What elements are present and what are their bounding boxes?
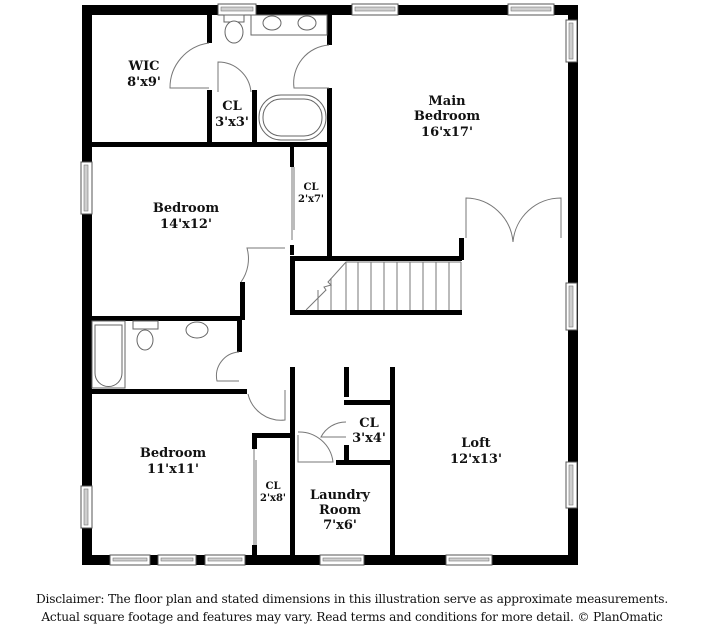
- window-right-2: [565, 282, 578, 331]
- window-right-1: [565, 19, 578, 63]
- fixtures: [91, 14, 328, 389]
- window-top-main-2: [507, 3, 555, 16]
- window-bottom-1: [109, 554, 151, 566]
- disclaimer-line-1: Disclaimer: The floor plan and stated di…: [35, 592, 669, 606]
- disclaimer: Disclaimer: The floor plan and stated di…: [0, 590, 704, 626]
- doors: [169, 42, 562, 545]
- room-laundry-dimensions: 7'x6': [323, 518, 357, 533]
- room-cl-2x8-name: CL: [266, 481, 281, 492]
- room-loft-dimensions: 12'x13': [450, 452, 502, 467]
- room-laundry-name-2: Room: [319, 503, 361, 518]
- window-right-3: [565, 461, 578, 509]
- window-top-main-1: [351, 3, 399, 16]
- room-laundry-name-1: Laundry: [310, 488, 370, 503]
- room-wic-name: WIC: [127, 59, 159, 74]
- room-cl-2x7-name: CL: [304, 182, 319, 193]
- window-bottom-3: [204, 554, 246, 566]
- window-bottom-4: [319, 554, 365, 566]
- stairs: [305, 261, 462, 311]
- room-labels: WIC 8'x9' CL 3'x3' Main Bedroom 16'x17' …: [127, 59, 502, 533]
- room-cl-3x3-name: CL: [222, 99, 242, 114]
- room-loft-name: Loft: [461, 436, 490, 451]
- windows: [80, 3, 578, 566]
- room-main-bedroom-dimensions: 16'x17': [421, 125, 473, 140]
- room-cl-3x4-name: CL: [359, 416, 379, 431]
- room-bedroom-3-name: Bedroom: [140, 446, 207, 461]
- disclaimer-line-2: Actual square footage and features may v…: [41, 610, 663, 624]
- room-cl-2x7-dimensions: 2'x7': [298, 194, 324, 205]
- room-cl-2x8-dimensions: 2'x8': [260, 493, 286, 504]
- room-bedroom-3-dimensions: 11'x11': [147, 462, 199, 477]
- room-cl-3x4-dimensions: 3'x4': [352, 431, 386, 446]
- room-cl-3x3-dimensions: 3'x3': [215, 115, 249, 130]
- window-bottom-5: [445, 554, 493, 566]
- room-main-bedroom-name-1: Main: [428, 94, 466, 109]
- window-top-bath: [217, 3, 257, 16]
- room-bedroom-2-dimensions: 14'x12': [160, 217, 212, 232]
- window-left-2: [80, 485, 93, 529]
- window-bottom-2: [157, 554, 197, 566]
- interior-walls: [92, 15, 464, 557]
- window-left-1: [80, 161, 93, 215]
- room-bedroom-2-name: Bedroom: [153, 201, 220, 216]
- room-wic-dimensions: 8'x9': [127, 75, 161, 90]
- room-main-bedroom-name-2: Bedroom: [414, 109, 481, 124]
- floor-plan: WIC 8'x9' CL 3'x3' Main Bedroom 16'x17' …: [80, 3, 578, 566]
